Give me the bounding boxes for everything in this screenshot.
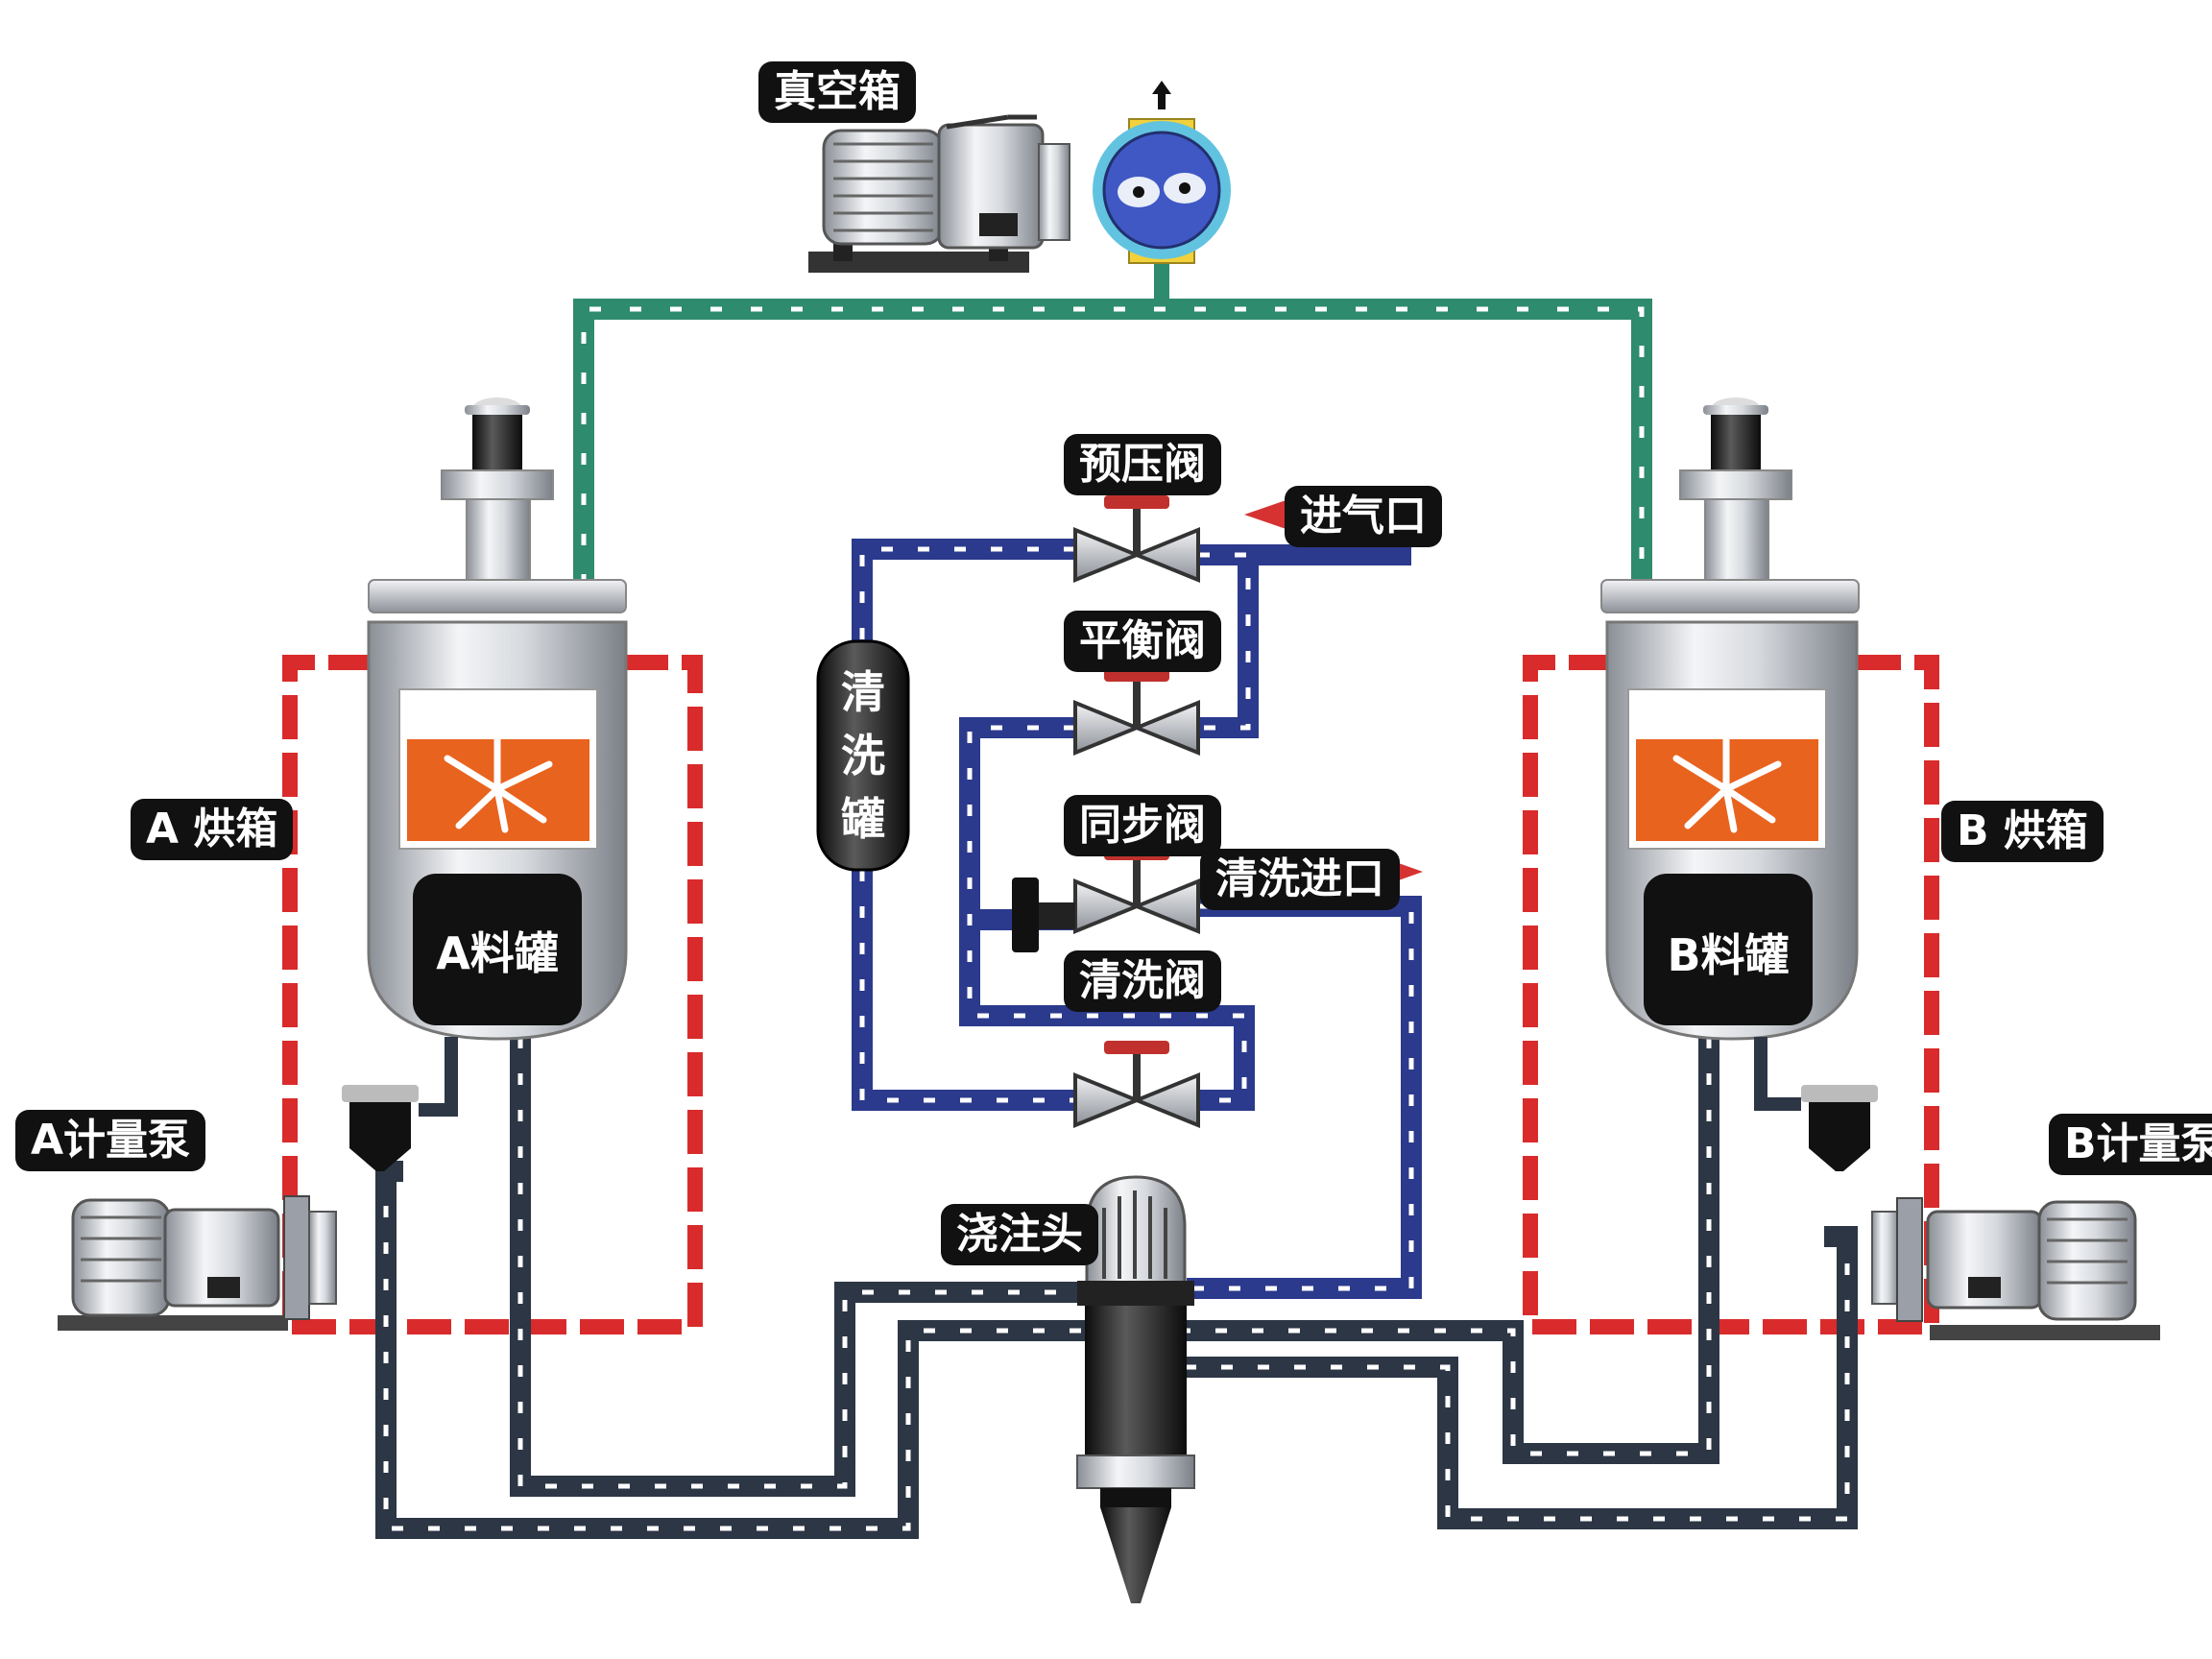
material-lines [375, 1037, 1858, 1539]
metering-cup-a [342, 1037, 458, 1171]
sync-valve [1012, 847, 1200, 952]
vacuum-line [573, 259, 1652, 586]
pump-b-label: B计量泵 [2049, 1114, 2212, 1175]
oven-a-label: A 烘箱 [131, 799, 294, 860]
exhaust-arrow-icon [1158, 92, 1166, 109]
wash-valve [1073, 1041, 1200, 1128]
pour-head [1076, 1175, 1195, 1603]
tank-b-label: B料罐 [1667, 929, 1790, 981]
pour-head-label: 浇注头 [941, 1204, 1098, 1265]
agitator-icon [444, 691, 553, 833]
metering-pump-b [1871, 1197, 2160, 1340]
vacuum-pump [808, 114, 1070, 273]
sync-valve-label: 同步阀 [1064, 795, 1221, 856]
wash-valve-label: 清洗阀 [1064, 950, 1221, 1012]
balance-valve [1073, 668, 1200, 756]
pump-a-label: A计量泵 [15, 1110, 206, 1171]
tank-a [367, 397, 628, 1041]
wash-tank-label: 清洗罐 [841, 666, 885, 845]
flush-inlet-label: 清洗进口 [1200, 849, 1400, 910]
agitator-icon [1672, 691, 1782, 833]
balance-valve-label: 平衡阀 [1064, 611, 1221, 672]
roots-blower [1093, 81, 1231, 264]
oven-heating-line-b [1523, 655, 1939, 1334]
precompress-valve-label: 预压阀 [1064, 434, 1221, 495]
tank-b [1600, 397, 1860, 1041]
vacuum-box-label: 真空箱 [758, 61, 916, 123]
metering-cup-b [1754, 1037, 1878, 1171]
tank-a-label: A料罐 [436, 927, 559, 979]
metering-pump-a [58, 1195, 337, 1331]
oven-b-label: B 烘箱 [1941, 801, 2104, 862]
precompress-valve [1073, 495, 1200, 583]
air-inlet-label: 进气口 [1285, 486, 1442, 547]
oven-heating-line-a [282, 655, 703, 1334]
wash-tank [816, 639, 910, 872]
